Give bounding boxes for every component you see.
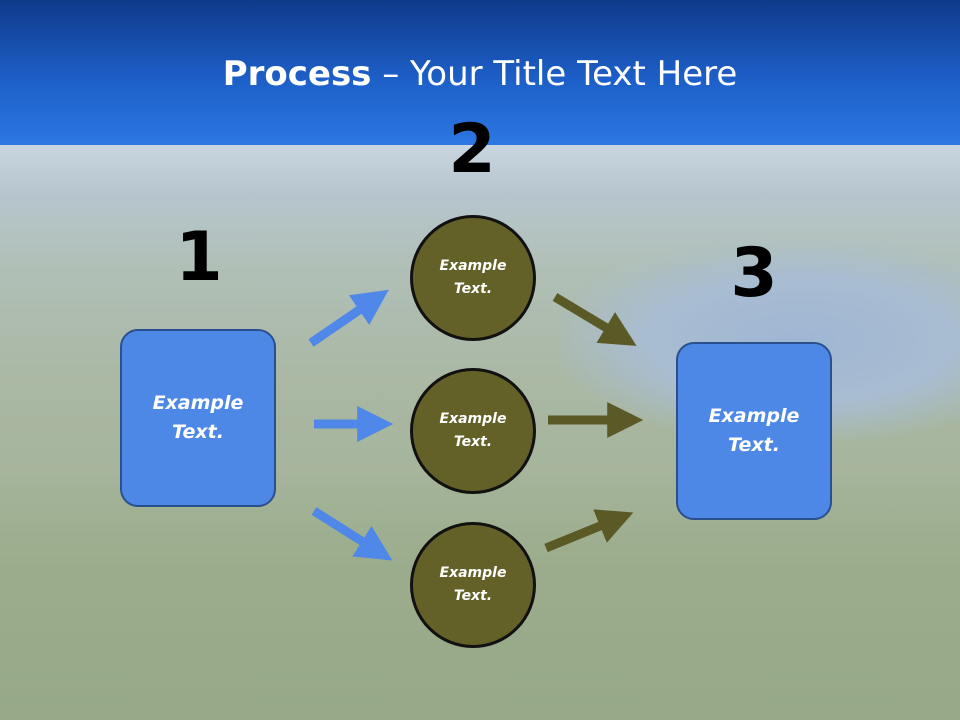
step-number-2: 2 — [448, 110, 496, 189]
right-step-box-label: Example Text. — [708, 405, 800, 456]
circle-bottom: Example Text. — [410, 522, 536, 648]
circle-top: Example Text. — [410, 215, 536, 341]
arrow-top-to-right — [552, 293, 637, 346]
title-banner — [0, 0, 960, 145]
circle-bottom-label: Example Text. — [439, 565, 507, 604]
left-step-box-label: Example Text. — [152, 392, 244, 443]
right-step-box: Example Text. — [676, 342, 832, 520]
slide-title: Process – Your Title Text Here — [0, 52, 960, 96]
arrow-bottom-to-right — [544, 509, 634, 553]
circle-middle-label: Example Text. — [439, 411, 507, 450]
step-number-1: 1 — [175, 218, 223, 297]
circle-middle: Example Text. — [410, 368, 536, 494]
arrow-left-to-top — [308, 289, 389, 347]
title-rest: – Your Title Text Here — [371, 54, 738, 94]
arrow-left-to-bottom — [311, 507, 393, 561]
title-bold: Process — [222, 54, 372, 94]
step-number-3: 3 — [730, 234, 778, 313]
circle-top-label: Example Text. — [439, 258, 507, 297]
left-step-box: Example Text. — [120, 329, 276, 507]
